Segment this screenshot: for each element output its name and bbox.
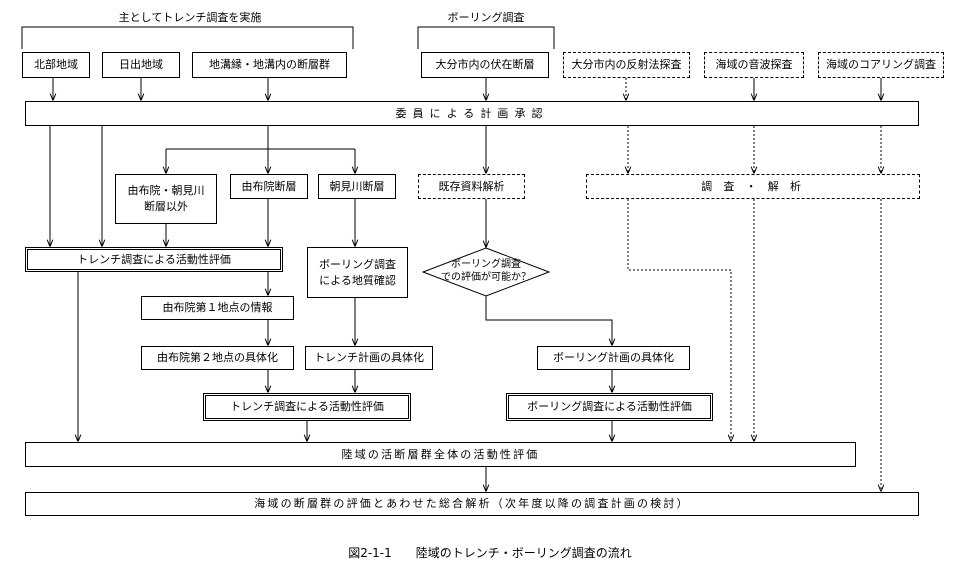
node-existing: 既存資料解析 xyxy=(418,174,525,199)
node-decision-text: ボーリング調査 での評価が可能か？ xyxy=(441,259,531,283)
node-asami-fault: 朝見川断層 xyxy=(318,174,396,199)
node-total: 海域の断層群の評価とあわせた総合解析（次年度以降の調査計画の検討） xyxy=(25,492,919,516)
group-label-boring: ボーリング調査 xyxy=(447,11,525,24)
node-graben: 地溝縁・地溝内の断層群 xyxy=(192,52,347,78)
node-trench-plan: トレンチ計画の具体化 xyxy=(305,346,433,370)
node-sea-sonic: 海域の音波探査 xyxy=(704,52,804,78)
node-yufu-asami-other: 由布院・朝見川 断層以外 xyxy=(115,174,217,224)
group-label-trench-main: 主としてトレンチ調査を実施 xyxy=(118,11,262,24)
node-trench-eval2: トレンチ調査による活動性評価 xyxy=(203,393,411,421)
node-survey-analysis: 調 査 ・ 解 析 xyxy=(586,174,920,199)
node-sea-coring: 海域のコアリング調査 xyxy=(818,52,944,78)
node-land-eval: 陸域の活断層群全体の活動性評価 xyxy=(25,442,856,467)
bracket-boring xyxy=(417,26,555,49)
node-yufu-p1: 由布院第１地点の情報 xyxy=(141,296,294,320)
figure-caption: 図2-1-1 陸域のトレンチ・ボーリング調査の流れ xyxy=(348,546,632,560)
node-north: 北部地域 xyxy=(22,52,90,78)
node-boring-plan: ボーリング計画の具体化 xyxy=(537,346,690,370)
node-oita-reflect: 大分市内の反射法探査 xyxy=(563,52,690,78)
node-trench-eval: トレンチ調査による活動性評価 xyxy=(25,247,283,272)
node-hiji: 日出地域 xyxy=(102,52,180,78)
node-boring-geo: ボーリング調査 による地質確認 xyxy=(307,247,408,298)
arrow-decision-boringplan xyxy=(485,295,612,345)
node-yufu-p2: 由布院第２地点の具体化 xyxy=(141,346,294,370)
bracket-trench-main xyxy=(21,26,354,49)
decision-diamond-shape xyxy=(421,247,551,297)
node-oita-hidden: 大分市内の伏在断層 xyxy=(421,52,549,78)
node-yufu-fault: 由布院断層 xyxy=(230,174,308,199)
node-boring-eval: ボーリング調査による活動性評価 xyxy=(506,393,713,421)
node-committee: 委員による計画承認 xyxy=(25,101,919,126)
